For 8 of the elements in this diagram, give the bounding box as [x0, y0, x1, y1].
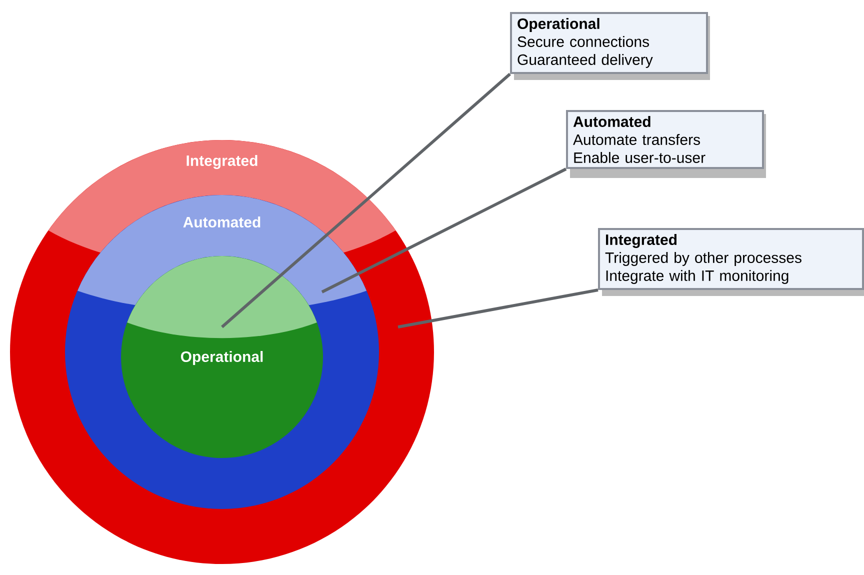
node-label: Operational	[180, 351, 263, 365]
callout-box: Automated Automate transfers Enable user-to-user	[566, 110, 764, 169]
leader-line	[321, 168, 567, 294]
callout-box: Operational Secure connections Guaranteed delivery	[510, 12, 708, 74]
leader-line	[398, 288, 598, 328]
node-label: Automated	[183, 216, 260, 228]
leader-line	[221, 72, 511, 328]
callout-box: Integrated Triggered by other processes Integrate with IT monitoring	[598, 228, 864, 290]
